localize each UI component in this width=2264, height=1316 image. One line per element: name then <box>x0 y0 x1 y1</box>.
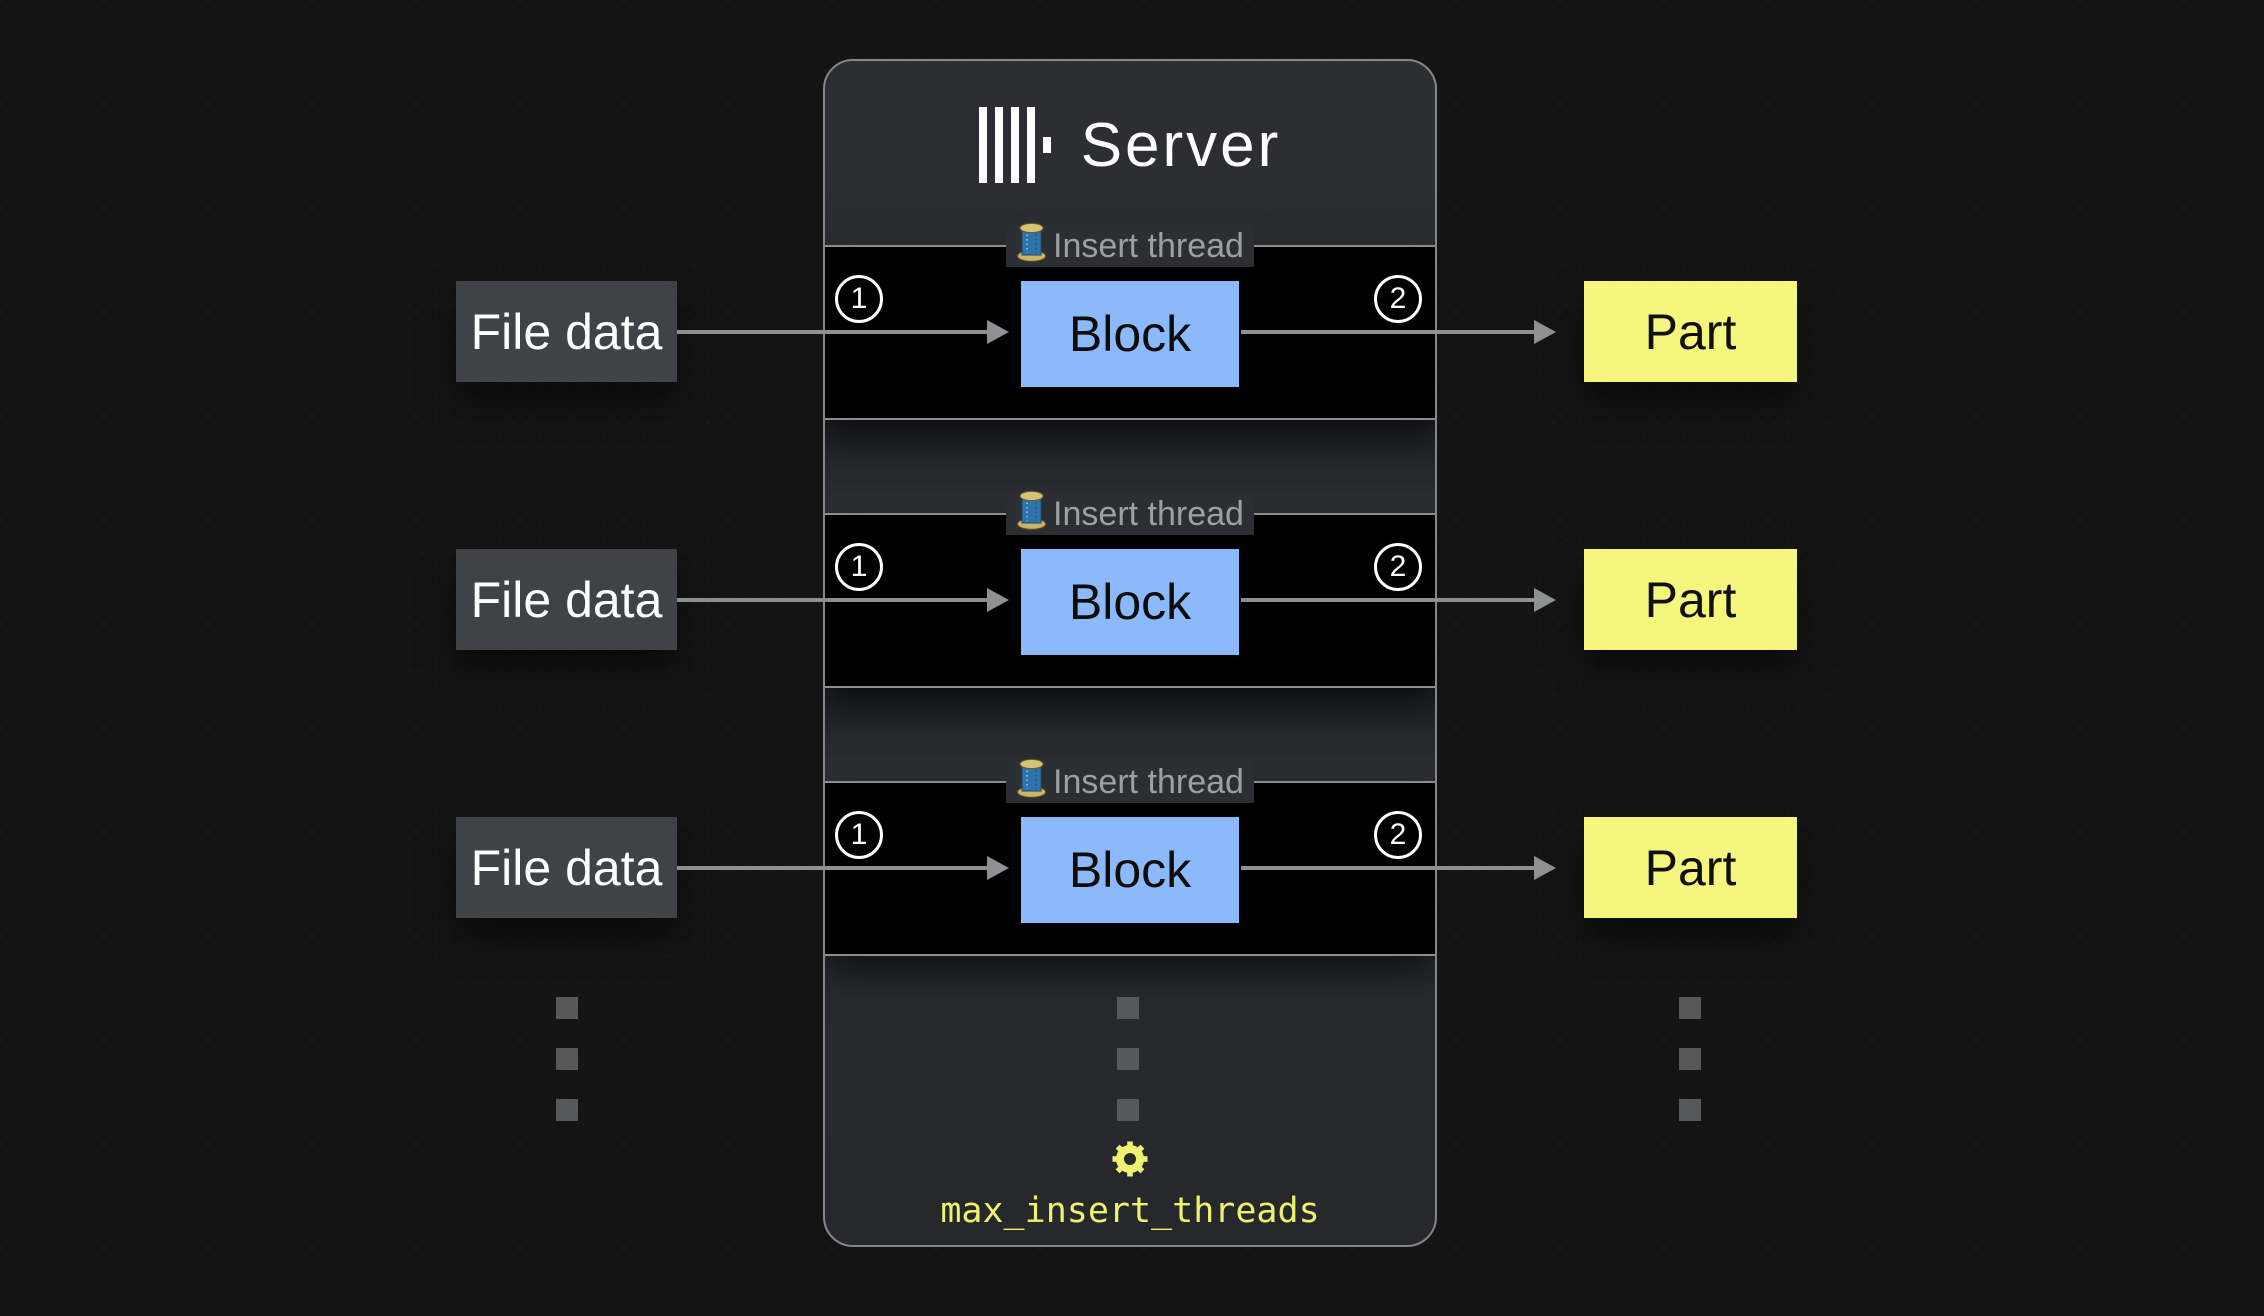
gear-icon <box>1112 1141 1148 1177</box>
server-title: Server <box>1080 110 1282 180</box>
dot <box>1679 997 1701 1019</box>
insert-thread-label: Insert thread <box>1053 495 1244 533</box>
arrow-block-to-part <box>1241 588 1556 612</box>
step-1-badge: 1 <box>835 543 883 591</box>
part-node: Part <box>1584 549 1797 650</box>
dot <box>1117 1099 1139 1121</box>
logo-bar-short <box>1042 137 1051 153</box>
thread-spool-icon <box>1017 758 1047 798</box>
server-header: Server <box>825 61 1435 229</box>
dot <box>1117 1048 1139 1070</box>
arrow-block-to-part <box>1241 320 1556 344</box>
insert-thread-legend: Insert thread <box>1006 490 1254 535</box>
step-1-badge: 1 <box>835 811 883 859</box>
arrow-file-to-block <box>677 856 1009 880</box>
step-2-badge: 2 <box>1374 275 1422 323</box>
logo-bar <box>978 107 987 183</box>
max-insert-threads-setting: max_insert_threads <box>940 1191 1320 1231</box>
logo-bar <box>1026 107 1035 183</box>
dot <box>556 1048 578 1070</box>
insert-thread-label: Insert thread <box>1053 227 1244 265</box>
dot <box>1679 1099 1701 1121</box>
insert-thread-label: Insert thread <box>1053 763 1244 801</box>
dot <box>556 997 578 1019</box>
arrow-file-to-block <box>677 320 1009 344</box>
dot <box>1679 1048 1701 1070</box>
logo-bar <box>994 107 1003 183</box>
step-1-badge: 1 <box>835 275 883 323</box>
server-panel: Server Insert thread 1 Block 2 <box>823 59 1437 1247</box>
arrow-file-to-block <box>677 588 1009 612</box>
thread-spool-icon <box>1017 222 1047 262</box>
part-node: Part <box>1584 281 1797 382</box>
step-2-badge: 2 <box>1374 811 1422 859</box>
ellipsis-dots <box>1117 997 1139 1121</box>
dot <box>556 1099 578 1121</box>
ellipsis-dots <box>556 997 578 1121</box>
insert-thread-legend: Insert thread <box>1006 222 1254 267</box>
logo-bar <box>1010 107 1019 183</box>
file-data-node: File data <box>456 281 677 382</box>
block-node: Block <box>1021 817 1239 923</box>
block-node: Block <box>1021 281 1239 387</box>
arrow-block-to-part <box>1241 856 1556 880</box>
clickhouse-logo-icon <box>978 107 1051 183</box>
thread-spool-icon <box>1017 490 1047 530</box>
insert-thread-legend: Insert thread <box>1006 758 1254 803</box>
file-data-node: File data <box>456 549 677 650</box>
ellipsis-dots <box>1679 997 1701 1121</box>
part-node: Part <box>1584 817 1797 918</box>
dot <box>1117 997 1139 1019</box>
file-data-node: File data <box>456 817 677 918</box>
block-node: Block <box>1021 549 1239 655</box>
step-2-badge: 2 <box>1374 543 1422 591</box>
